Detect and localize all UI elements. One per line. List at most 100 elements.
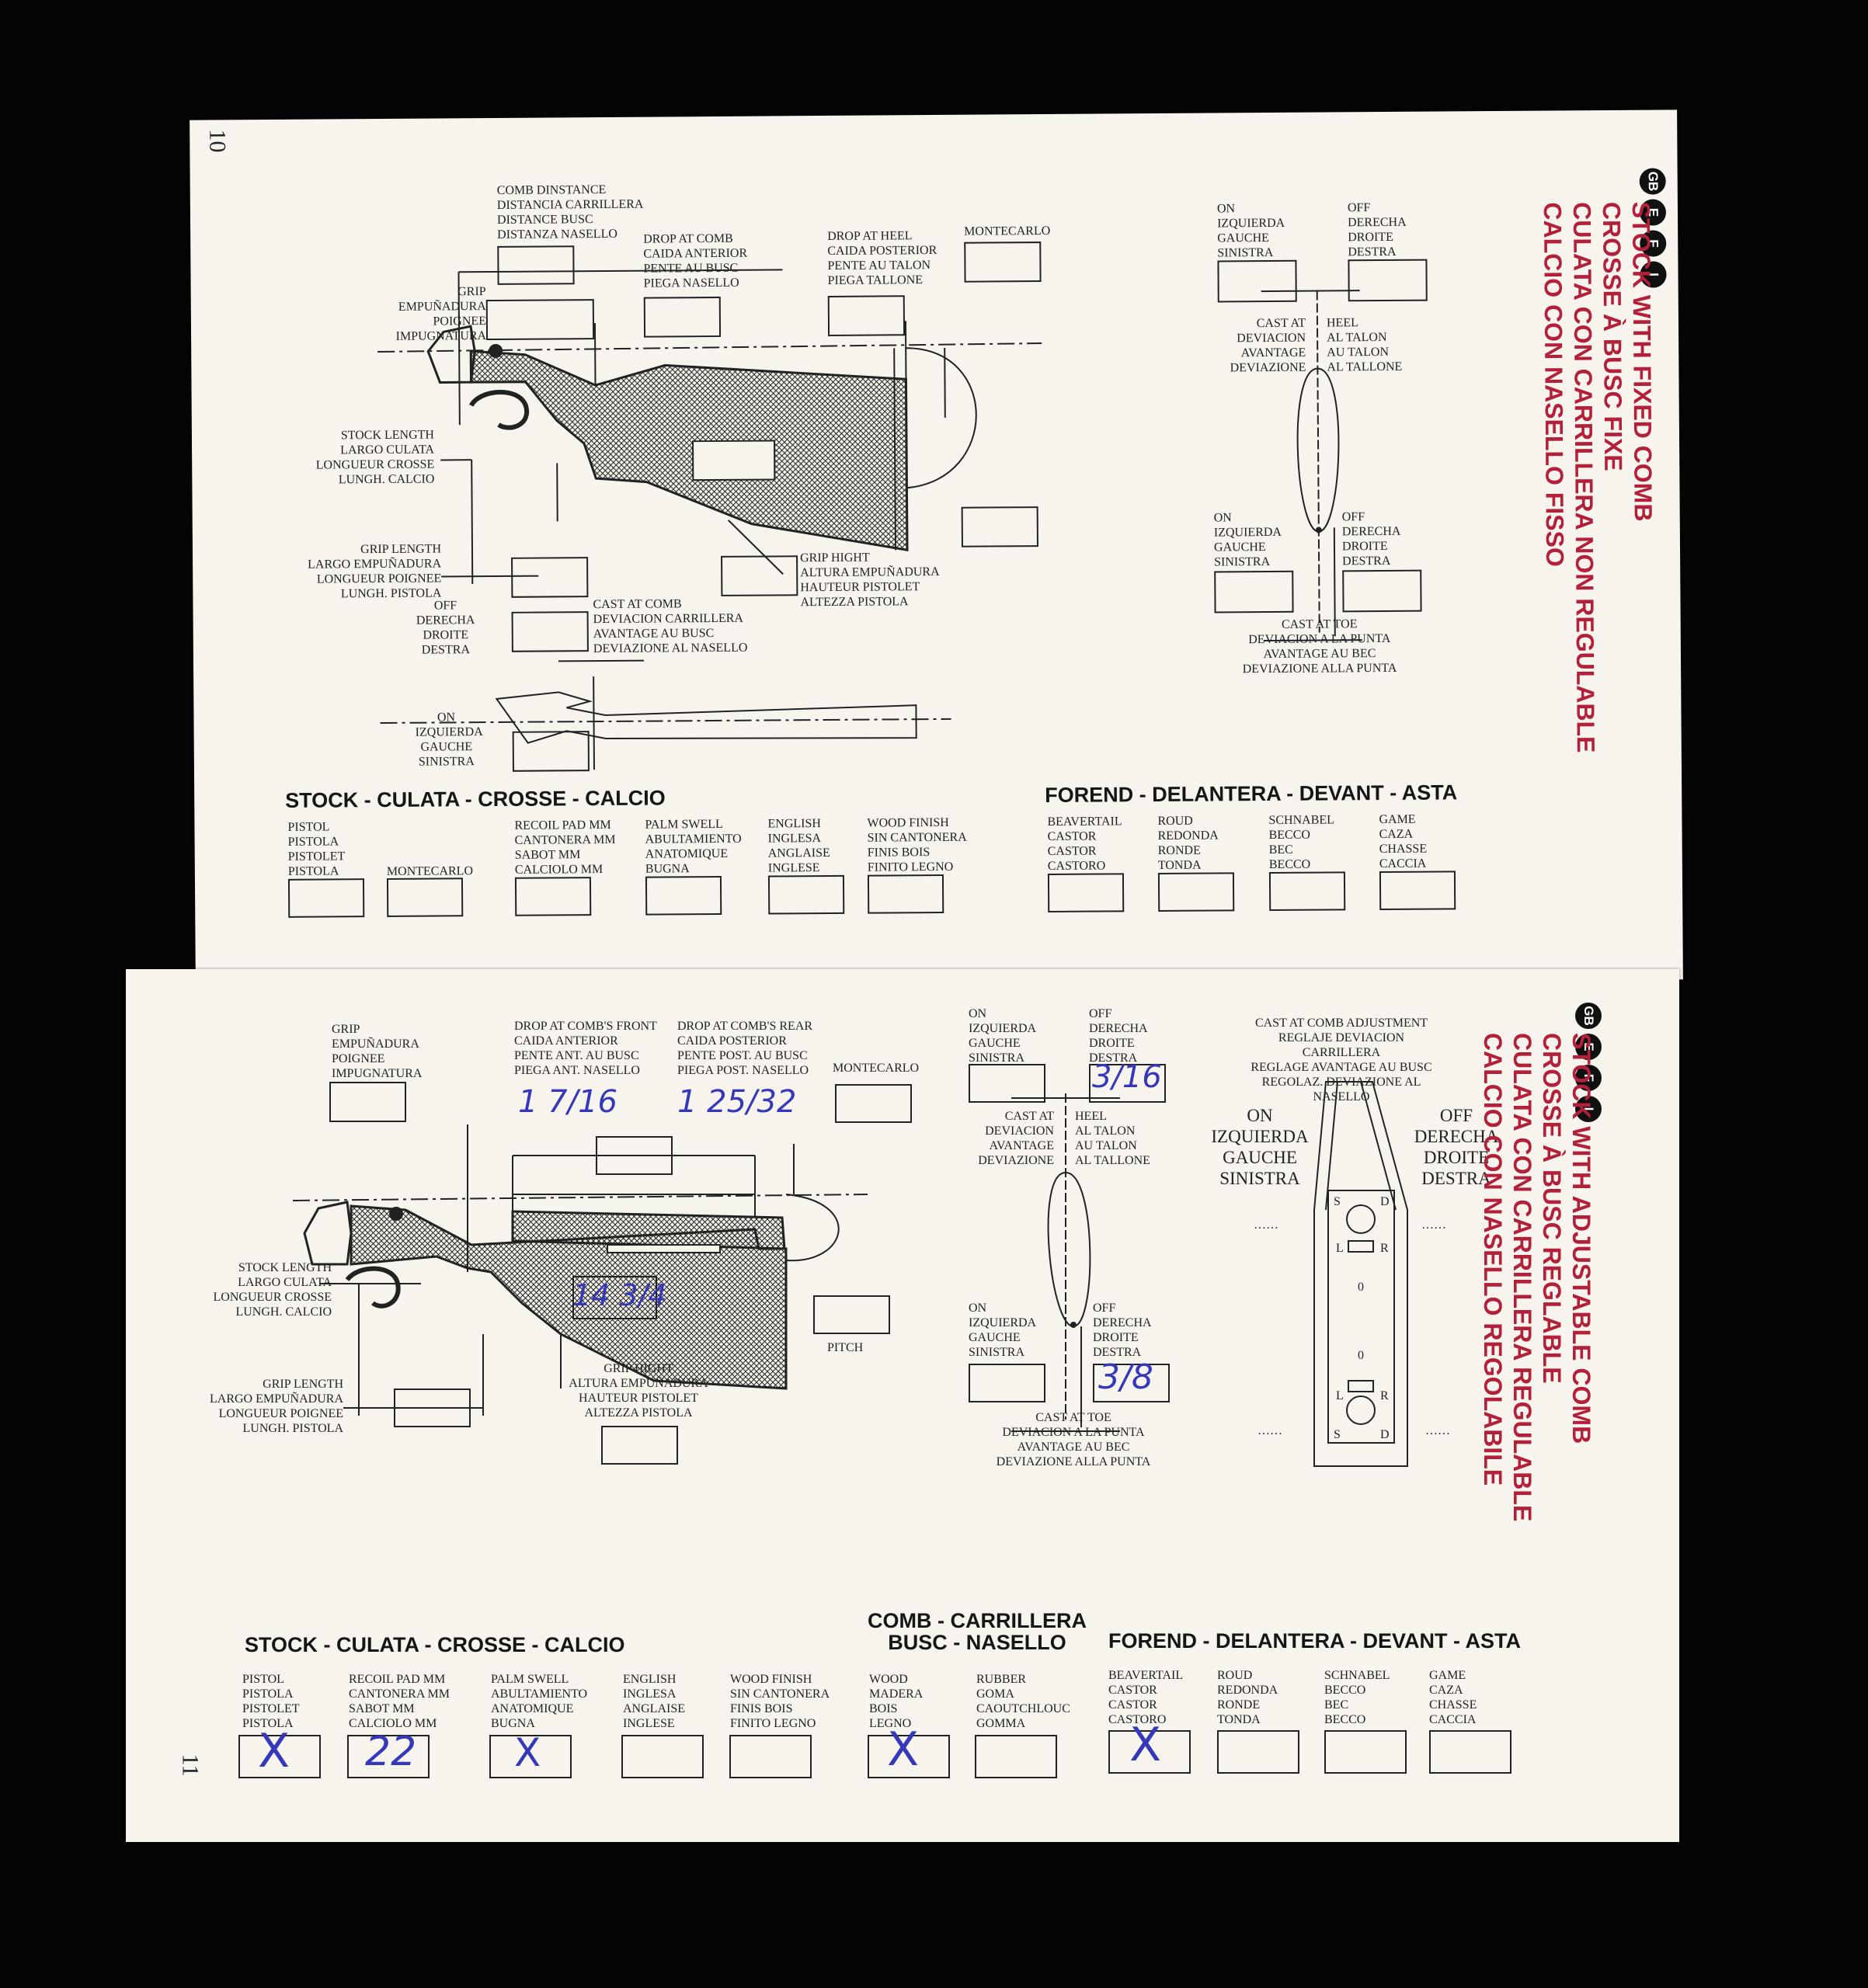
comb-option-rubber: RUBBER GOMA CAOUTCHLOUC GOMMA [976, 1673, 1070, 1730]
title-line-e: CROSSE À BUSC FIXE [1597, 201, 1628, 471]
palm-swell-mark: X [514, 1730, 541, 1775]
forend-option-schnabel-box[interactable] [1268, 871, 1346, 912]
stock-option-palm-swell: PALM SWELL ABULTAMIENTO ANATOMIQUE BUGNA [645, 817, 742, 876]
plate-zero-top: 0 [1358, 1281, 1364, 1294]
plate-s-bottom: S [1334, 1428, 1341, 1441]
stock-option-wood-finish: WOOD FINISH SIN CANTONERA FINIS BOIS FIN… [867, 815, 967, 874]
cast-heel-right-label: HEEL AL TALON AU TALON AL TALLONE [1326, 316, 1403, 374]
cast-at-comb-on-box[interactable] [512, 731, 590, 772]
grip-length-label: GRIP LENGTH LARGO EMPUÑADURA LONGUEUR PO… [209, 1378, 343, 1435]
comb-option-wood: WOOD MADERA BOIS LEGNO [869, 1673, 924, 1730]
stock-option-english-box[interactable] [621, 1735, 704, 1778]
cast-heel-on-box[interactable] [969, 1064, 1045, 1103]
cast-at-comb-label: CAST AT COMB DEVIACION CARRILLERA AVANTA… [593, 597, 748, 656]
title-line-i: CALCIO CON NASELLO FISSO [1538, 202, 1570, 567]
stock-option-wood-finish-box[interactable] [729, 1735, 812, 1778]
stock-option-recoil-pad: RECOIL PAD mm CANTONERA mm SABOT mm CALC… [514, 818, 616, 877]
title-line-f: CULATA CON CARRILLERA NON REGULABLE [1567, 202, 1600, 753]
top-stock-diagram [377, 269, 1362, 770]
cast-heel-off-box[interactable] [1089, 1064, 1166, 1103]
cast-heel-handwritten: 3/16 [1092, 1059, 1162, 1095]
grip-length-box[interactable] [394, 1388, 471, 1427]
drop-at-comb-box[interactable] [643, 296, 722, 338]
plate-d-bottom: D [1380, 1428, 1390, 1441]
forend-option-game: GAME CAZA CHASSE CACCIA [1429, 1669, 1477, 1726]
stock-option-pistol-box[interactable] [238, 1735, 321, 1778]
comb-option-wood-box[interactable] [868, 1735, 950, 1778]
cast-heel-off-box[interactable] [1348, 259, 1428, 302]
plate-l-top: L [1336, 1242, 1344, 1255]
stock-option-palm-swell-box[interactable] [489, 1735, 572, 1778]
pitch-box[interactable] [813, 1295, 890, 1334]
comb-center-box[interactable] [596, 1136, 673, 1175]
comb-option-rubber-box[interactable] [975, 1735, 1057, 1778]
cast-heel-on-box[interactable] [1217, 259, 1297, 303]
forend-option-game-box[interactable] [1429, 1730, 1511, 1774]
forend-option-beavertail-box[interactable] [1047, 873, 1125, 913]
grip-box[interactable] [329, 1082, 406, 1122]
right-off-bottom-label: OFF DERECHA DROITE DESTRA [1341, 510, 1401, 568]
comb-heading: COMB - CARRILLERA BUSC - NASELLO [868, 1609, 1087, 1654]
grip-length-box[interactable] [511, 557, 589, 598]
title-line-i: CALCIO CON NASELLO REGOLABILE [1479, 1033, 1507, 1486]
comb-adjustment-label: CAST AT COMB ADJUSTMENT REGLAJE DEVIACIO… [1251, 1017, 1432, 1103]
stock-length-box[interactable] [572, 1276, 657, 1319]
stock-option-palm-swell-box[interactable] [645, 875, 722, 916]
stock-option-recoil-pad-box[interactable] [514, 877, 592, 916]
cast-toe-off-box[interactable] [1342, 569, 1422, 613]
forend-option-round: ROUD REDONDA RONDE TONDA [1157, 814, 1219, 873]
forend-option-beavertail-box[interactable] [1108, 1730, 1191, 1774]
forend-option-schnabel: SCHNABEL BECCO BEC BECCO [1324, 1669, 1390, 1726]
top-page: 10 COMB DINSTANCE DISTANCIA CARRILLERA D… [190, 109, 1683, 990]
cast-at-comb-off-box[interactable] [511, 611, 589, 652]
cast-toe-on-box[interactable] [1214, 570, 1294, 613]
drop-at-heel-box[interactable] [827, 295, 906, 336]
comb-distance-label: COMB DINSTANCE DISTANCIA CARRILLERA DIST… [496, 182, 644, 242]
title-line-e: CROSSE À BUSC REGLABLE [1538, 1033, 1566, 1384]
right-off-top-label: OFF DERECHA DROITE DESTRA [1347, 201, 1407, 259]
right-on-bottom-label: ON IZQUIERDA GAUCHE SINISTRA [1213, 511, 1282, 569]
cast-toe-label: CAST AT TOE DEVIACION A LA PUNTA AVANTAG… [1242, 617, 1397, 676]
forend-option-game-box[interactable] [1379, 871, 1456, 911]
grip-length-label: GRIP LENGTH LARGO EMPUÑADURA LONGUEUR PO… [308, 542, 442, 601]
montecarlo-box[interactable] [964, 242, 1042, 283]
recoil-pad-value: 22 [365, 1729, 417, 1775]
drop-at-heel-label: DROP AT HEEL CAIDA POSTERIOR PENTE AU TA… [827, 229, 937, 287]
forend-option-round-box[interactable] [1217, 1730, 1299, 1774]
off-top-label: OFF DERECHA DROITE DESTRA [1089, 1007, 1148, 1065]
bottom-page: 11 GRIP EMPUÑADURA POIGNEE IMPUGNATURA D… [126, 969, 1679, 1842]
cast-toe-off-box[interactable] [1093, 1364, 1170, 1402]
forend-option-schnabel-box[interactable] [1324, 1730, 1407, 1774]
grip-height-box[interactable] [721, 555, 798, 596]
cast-toe-on-box[interactable] [969, 1364, 1045, 1402]
on-top-label: ON IZQUIERDA GAUCHE SINISTRA [969, 1007, 1037, 1065]
stock-option-recoil-pad: RECOIL PAD mm CANTONERA mm SABOT mm CALC… [349, 1673, 450, 1730]
stock-option-recoil-pad-box[interactable] [347, 1735, 430, 1778]
stock-option-pistol: PISTOL PISTOLA PISTOLET PISTOLA [287, 820, 346, 878]
top-title-text: STOCK WITH FIXED COMB CROSSE À BUSC FIXE… [1538, 202, 1660, 753]
stock-option-english: ENGLISH INGLESA ANGLAISE INGLESE [767, 817, 830, 875]
forend-option-beavertail: BEAVERTAIL CASTOR CASTOR CASTORO [1047, 815, 1122, 874]
comb-distance-box[interactable] [497, 245, 575, 285]
grip-box[interactable] [485, 299, 595, 341]
stock-option-english-box[interactable] [767, 874, 845, 915]
cast-toe-label: CAST AT TOE DEVIACION A LA PUNTA AVANTAG… [996, 1411, 1151, 1468]
stock-option-palm-swell: PALM SWELL ABULTAMIENTO ANATOMIQUE BUGNA [491, 1673, 588, 1730]
badge-gb: GB [1575, 1003, 1602, 1029]
stock-option-montecarlo-box[interactable] [386, 878, 464, 917]
stock-option-wood-finish-box[interactable] [867, 874, 944, 914]
dots-right-bottom: …… [1425, 1424, 1450, 1437]
montecarlo-pad-box[interactable] [961, 506, 1038, 547]
forend-heading: FOREND - DELANTERA - DEVANT - ASTA [1108, 1629, 1521, 1653]
grip-height-box[interactable] [601, 1426, 678, 1465]
montecarlo-label: MONTECARLO [964, 224, 1051, 238]
forend-option-beavertail: BEAVERTAIL CASTOR CASTOR CASTORO [1108, 1669, 1184, 1726]
plate-r-top: R [1380, 1242, 1389, 1255]
cast-heel-left-label: CAST AT DEVIACION AVANTAGE DEVIAZIONE [978, 1110, 1054, 1167]
on-bottom-label: ON IZQUIERDA GAUCHE SINISTRA [969, 1302, 1037, 1359]
montecarlo-box[interactable] [835, 1084, 912, 1123]
grip-height-label: GRIP HIGHT ALTURA EMPUÑADURA HAUTEUR PIS… [800, 551, 940, 610]
plate-l-bottom: L [1336, 1389, 1344, 1402]
stock-option-pistol-box[interactable] [287, 878, 365, 918]
forend-option-round-box[interactable] [1157, 872, 1235, 912]
